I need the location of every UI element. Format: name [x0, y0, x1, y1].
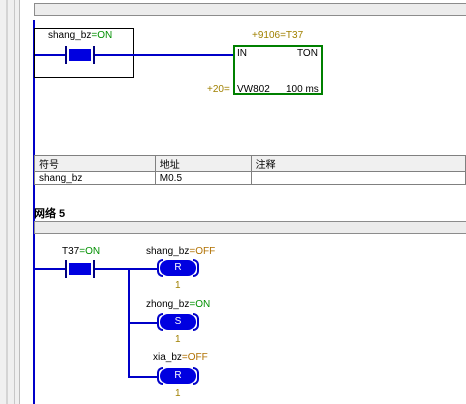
wire	[95, 54, 235, 56]
contact-label-t37: T37=ON	[62, 246, 101, 257]
reset-coil-shang-bz[interactable]: R	[157, 259, 199, 277]
timer-type-label: TON	[297, 48, 318, 59]
editor-gutter	[0, 0, 20, 404]
power-rail	[33, 20, 35, 404]
contact-selection-box	[34, 28, 134, 78]
contact-shang-bz[interactable]	[65, 46, 95, 64]
contact-label-shang-bz: shang_bz=ON	[48, 30, 113, 41]
coil-count: 1	[175, 280, 181, 291]
symbol-table-header-symbol: 符号	[34, 155, 156, 172]
coil-label-shang-bz: shang_bz=OFF	[146, 246, 216, 257]
coil-label-xia-bz: xia_bz=OFF	[153, 352, 208, 363]
symbol-table-cell-address: M0.5	[154, 171, 252, 185]
timer-address-label: +9106=T37	[252, 30, 304, 41]
wire	[128, 376, 159, 378]
symbol-table-cell-comment	[250, 171, 466, 185]
coil-count: 1	[175, 334, 181, 345]
set-coil-zhong-bz[interactable]: S	[157, 313, 199, 331]
wire	[35, 54, 65, 56]
coil-label-zhong-bz: zhong_bz=ON	[146, 299, 211, 310]
network-5-title: 网络 5	[34, 208, 66, 220]
ton-timer-box[interactable]	[233, 45, 323, 95]
symbol-table-header-comment: 注释	[250, 155, 466, 172]
coil-count: 1	[175, 388, 181, 399]
timer-in-label: IN	[237, 48, 247, 59]
wire	[35, 268, 65, 270]
symbol-table-cell-symbol: shang_bz	[34, 171, 156, 185]
timer-resolution: 100 ms	[286, 84, 319, 95]
wire	[95, 268, 159, 270]
network-5-comment-bar[interactable]	[34, 221, 466, 234]
timer-pt-value: +20=	[207, 84, 230, 95]
symbol-table: 符号 地址 注释 shang_bz M0.5	[34, 155, 466, 185]
wire	[128, 322, 159, 324]
network-4-comment-bar[interactable]	[34, 3, 466, 16]
reset-coil-xia-bz[interactable]: R	[157, 367, 199, 385]
contact-t37[interactable]	[65, 260, 95, 278]
timer-pt-operand: VW802	[237, 84, 270, 95]
symbol-table-header-address: 地址	[154, 155, 252, 172]
